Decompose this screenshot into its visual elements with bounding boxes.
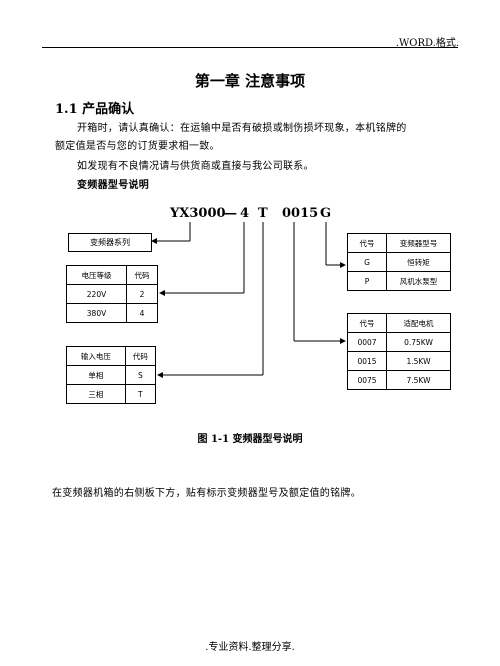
table-row: 单相 S — [66, 365, 157, 385]
model-voltage-code: 4 — [240, 206, 250, 221]
table-row: 380V 4 — [65, 303, 158, 323]
table-cell: T — [124, 384, 157, 404]
table-row: 0075 7.5KW — [347, 370, 451, 390]
model-power-code: 0015 — [282, 206, 319, 221]
table-row: 代号 变频器型号 — [347, 233, 451, 253]
table-row: 输入电压 代码 — [66, 346, 157, 366]
paragraph-1-line-1: 开箱时，请认真确认：在运输中是否有破损或制伤损坏现象，本机铭牌的 — [77, 123, 407, 134]
voltage-table: 电压等级 代码 220V 2 380V 4 — [65, 265, 158, 323]
table-cell: 7.5KW — [386, 370, 451, 390]
paragraph-2: 如发现有不良情况请与供货商或直接与我公司联系。 — [77, 161, 314, 172]
motor-table: 代号 适配电机 0007 0.75KW 0015 1.5KW 0075 7.5K… — [347, 313, 451, 390]
phase-table: 输入电压 代码 单相 S 三相 T — [66, 346, 157, 404]
model-type-code: G — [320, 206, 332, 221]
table-row: 220V 2 — [65, 284, 158, 304]
table-row: 三相 T — [66, 384, 157, 404]
type-table: 代号 变频器型号 G 恒转矩 P 风机水泵型 — [347, 233, 451, 291]
paragraph-3: 在变频器机箱的右侧板下方，贴有标示变频器型号及额定值的铭牌。 — [52, 488, 361, 499]
model-dash: — — [224, 206, 237, 221]
figure-caption: 图 1-1 变频器型号说明 — [197, 434, 303, 445]
header-rule — [42, 47, 458, 48]
paragraph-1-line-2: 额定值是否与您的订货要求相一致。 — [55, 141, 220, 152]
subheading-model-description: 变频器型号说明 — [77, 180, 150, 191]
page-header: .WORD.格式. — [395, 38, 459, 49]
model-phase-code: T — [258, 206, 268, 221]
section-title: 1.1 产品确认 — [55, 102, 135, 117]
table-row: G 恒转矩 — [347, 252, 451, 272]
chapter-title: 第一章 注意事项 — [194, 72, 306, 90]
table-row: 0007 0.75KW — [347, 332, 451, 352]
page-footer: .专业资料.整理分享. — [205, 642, 295, 653]
table-row: P 风机水泵型 — [347, 271, 451, 291]
table-header-cell: 代码 — [126, 265, 158, 285]
table-cell: 380V — [65, 303, 128, 323]
table-cell: 4 — [126, 303, 158, 323]
table-cell: 风机水泵型 — [386, 271, 451, 291]
model-series-code: YX3000 — [170, 206, 226, 221]
